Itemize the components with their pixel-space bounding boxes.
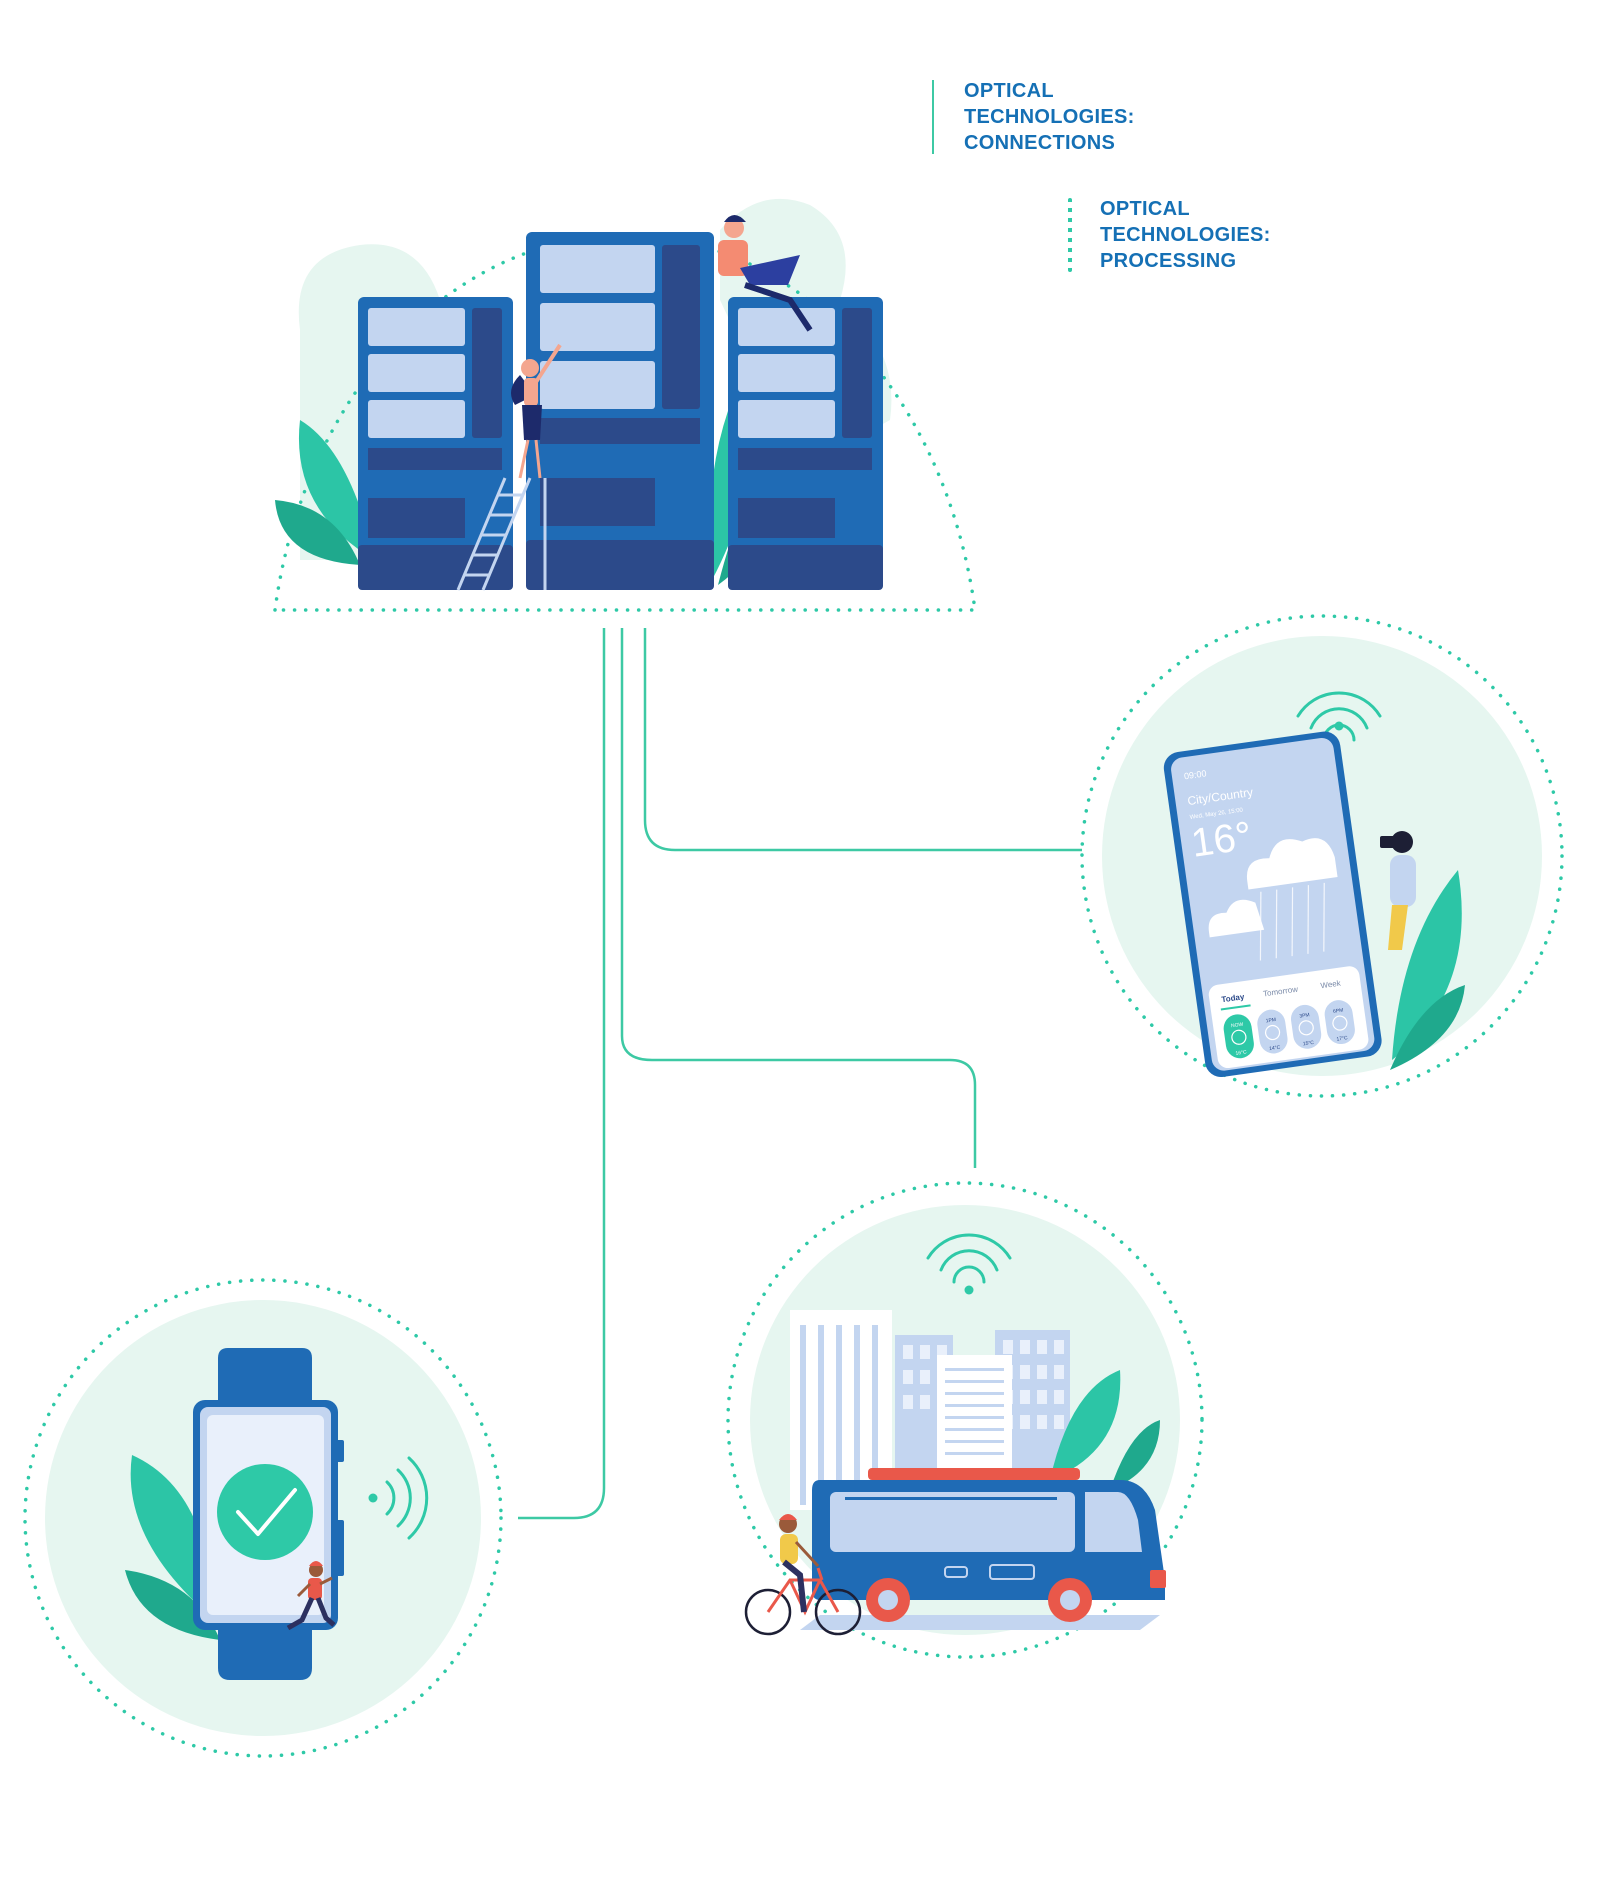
- phone-tab-today[interactable]: Today: [1221, 992, 1246, 1004]
- leaf-icon: [1390, 985, 1465, 1070]
- bus-node-boundary: [726, 1181, 1204, 1659]
- photographer: [1380, 831, 1416, 950]
- legend-processing-line: OPTICAL: [1100, 198, 1190, 220]
- bus-node: [726, 1181, 1204, 1659]
- server-rack-right: [728, 297, 883, 590]
- forecast-slot-time: 3PM: [1299, 1012, 1310, 1019]
- forecast-slot-time: NOW: [1231, 1022, 1244, 1030]
- connection-to-watch: [518, 628, 606, 1520]
- watch-node-boundary: [23, 1278, 503, 1758]
- server-rack-center: [526, 232, 714, 590]
- forecast-slot-time: 1PM: [1265, 1017, 1276, 1024]
- leaf-icon: [275, 500, 360, 565]
- forecast-slot-temp: 15°C: [1303, 1040, 1315, 1048]
- data-center-node: [272, 198, 978, 612]
- bus: [812, 1468, 1166, 1622]
- phone-node: 09:00 City/Country Wed, May 26, 15:00 16…: [1080, 614, 1564, 1098]
- phone-status-time: 09:00: [1183, 768, 1207, 781]
- phone-node-boundary: [1080, 614, 1564, 1098]
- connection-lines: [518, 628, 1082, 1520]
- connection-to-phone: [643, 628, 1082, 852]
- legend-connections-marker: [932, 80, 934, 154]
- forecast-slot-time: 6PM: [1333, 1008, 1344, 1015]
- legend-processing-marker: [1068, 198, 1072, 272]
- wifi-icon: [1296, 691, 1382, 742]
- leaf-icon: [1392, 870, 1462, 1060]
- smartwatch: [193, 1348, 344, 1680]
- legend-processing-line: PROCESSING: [1100, 250, 1237, 272]
- leaf-icon: [1050, 1370, 1121, 1480]
- leaf-icon: [1110, 1420, 1160, 1490]
- legend-connections-line: CONNECTIONS: [964, 132, 1116, 154]
- checkmark-icon: [236, 1488, 297, 1536]
- forecast-slot-temp: 16°C: [1235, 1049, 1247, 1057]
- runner: [286, 1561, 336, 1631]
- cyclist: [744, 1514, 862, 1636]
- legend-connections-line: OPTICAL: [964, 80, 1054, 102]
- forecast-slot-temp: 17°C: [1336, 1035, 1348, 1043]
- phone-temperature: 16°: [1188, 814, 1254, 866]
- signal-waves-icon: [368, 1456, 429, 1540]
- technician-woman: [511, 343, 562, 479]
- smartphone: 09:00 City/Country Wed, May 26, 15:00 16…: [1163, 731, 1382, 1077]
- connection-to-bus: [620, 628, 977, 1168]
- wifi-icon: [926, 1233, 1012, 1295]
- ladder: [456, 477, 547, 591]
- checkmark-badge: [217, 1464, 313, 1560]
- city-buildings: [790, 1310, 1070, 1510]
- legend-processing-line: TECHNOLOGIES:: [1100, 224, 1271, 246]
- forecast-slot-temp: 14°C: [1269, 1045, 1281, 1053]
- technician-man-laptop: [718, 215, 813, 332]
- phone-tab-week[interactable]: Week: [1320, 978, 1342, 990]
- legend-connections: OPTICAL TECHNOLOGIES: CONNECTIONS: [932, 78, 1135, 156]
- server-rack-left: [358, 297, 513, 590]
- legend-processing: OPTICAL TECHNOLOGIES: PROCESSING: [1068, 196, 1271, 274]
- leaf-icon: [298, 420, 375, 560]
- legend-connections-line: TECHNOLOGIES:: [964, 106, 1135, 128]
- watch-node: [23, 1278, 503, 1758]
